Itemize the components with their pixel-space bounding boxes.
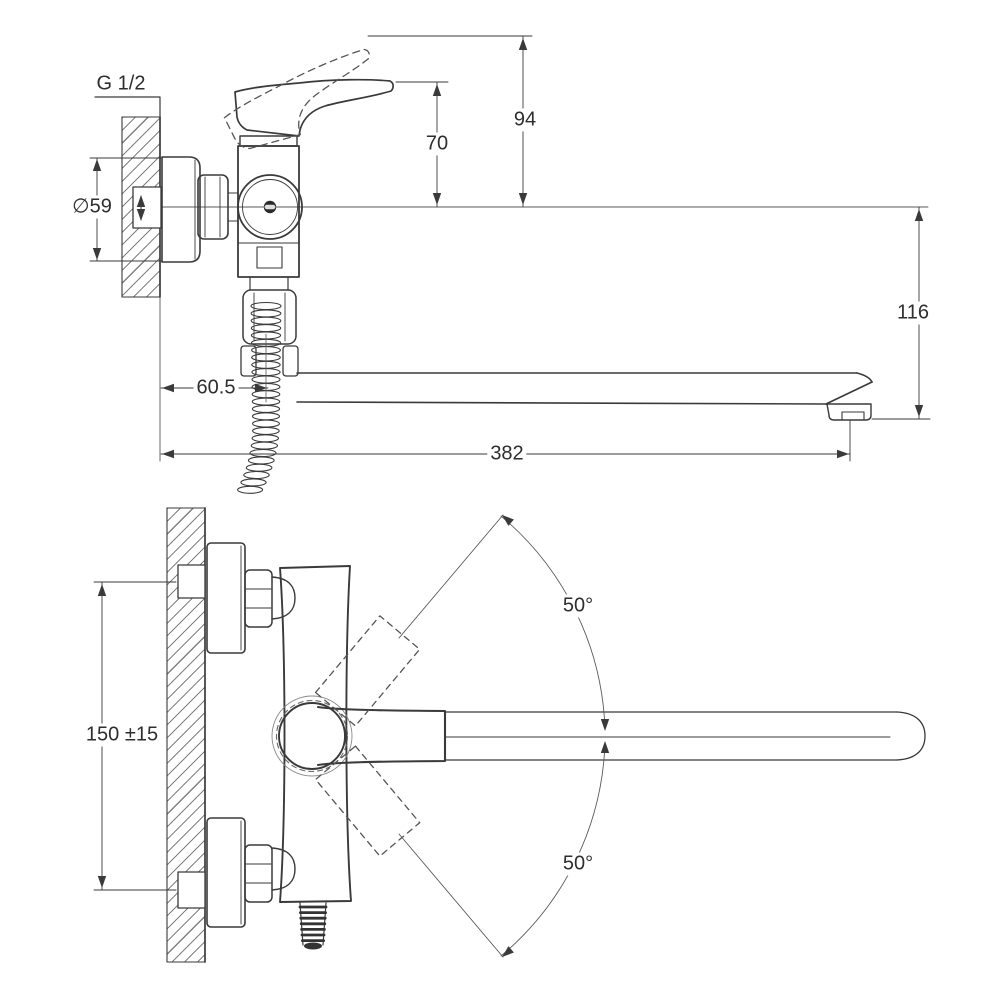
thread-size-leader xyxy=(94,96,161,118)
dim-arrow xyxy=(518,193,528,205)
eccentric-connector xyxy=(132,186,162,229)
spout-outlet xyxy=(826,403,872,421)
supply-spacing-dim: 150 ±15 xyxy=(82,723,162,747)
hose-ring xyxy=(250,316,282,325)
thread-size-label: G 1/2 xyxy=(96,72,146,95)
escutcheon-upper xyxy=(206,542,246,654)
dim-arrow xyxy=(92,159,102,171)
hose-ring xyxy=(250,309,282,318)
hose-ring xyxy=(237,485,264,494)
dim-arrow xyxy=(162,383,174,393)
spout-ball-joint xyxy=(271,695,353,777)
eccentric-upper xyxy=(177,564,206,599)
hose-ring xyxy=(245,463,273,472)
aerator xyxy=(841,411,865,421)
spout-reach-dim: 382 xyxy=(487,442,527,466)
handle-raised-height-dim: 94 xyxy=(510,108,540,132)
lever-handle-raised-dashed xyxy=(223,48,370,150)
hose-ring xyxy=(250,441,279,450)
spout-position-down-dashed xyxy=(314,745,421,857)
hose-ring xyxy=(251,404,281,413)
dim-arrow xyxy=(136,195,146,207)
escutcheon-lower xyxy=(206,817,246,928)
dim-arrow xyxy=(432,193,442,205)
spout-position-up-dashed xyxy=(314,615,421,727)
hose-ring xyxy=(243,470,270,480)
lever-handle xyxy=(234,78,394,137)
hose-ring xyxy=(252,419,280,428)
dim-arrow xyxy=(600,719,610,731)
faucet-body-front xyxy=(279,565,352,903)
swivel-up-angle-dim: 50° xyxy=(559,594,597,618)
hose-ring xyxy=(251,434,280,443)
dim-arrow xyxy=(432,84,442,96)
dim-handle-raised-height xyxy=(367,35,533,208)
handle-height-dim: 70 xyxy=(422,132,452,156)
hose-ring xyxy=(252,426,280,435)
shower-hose xyxy=(237,301,282,494)
hose-stub xyxy=(298,902,328,950)
hex-nut-lower xyxy=(244,844,273,903)
dim-arrow xyxy=(97,584,107,596)
eccentric-lower xyxy=(177,871,206,909)
spout-front xyxy=(316,705,926,767)
spout-side xyxy=(296,372,873,421)
bell-upper xyxy=(271,576,296,620)
hex-nut-side xyxy=(197,174,239,240)
wall-side-view xyxy=(121,116,161,462)
hose-ring xyxy=(251,412,281,421)
side-view xyxy=(89,35,931,494)
hex-nut-upper xyxy=(244,569,273,628)
dim-arrow xyxy=(255,383,267,393)
hose-ring xyxy=(250,301,282,311)
dim-arrow xyxy=(502,515,514,526)
escutcheon-side xyxy=(161,156,201,263)
dim-arrow xyxy=(97,876,107,888)
dim-arrow xyxy=(136,209,146,221)
front-view xyxy=(93,507,926,963)
dim-arrow xyxy=(162,449,174,459)
escutcheon-diameter-dim: ∅59 xyxy=(69,195,115,219)
dim-arrow xyxy=(914,209,924,221)
dim-arrow xyxy=(518,38,528,50)
hose-ring xyxy=(250,324,282,333)
dim-arrow xyxy=(502,946,514,957)
hose-ring xyxy=(249,448,277,458)
diverter-cap xyxy=(237,174,303,240)
hose-connection xyxy=(240,276,299,377)
dim-arrow xyxy=(837,449,849,459)
dim-arrow xyxy=(600,741,610,753)
hose-offset-dim: 60.5 xyxy=(193,376,239,400)
dim-arrow xyxy=(92,248,102,260)
swivel-down-angle-dim: 50° xyxy=(559,852,597,876)
swivel-angle-dimension xyxy=(398,514,606,958)
dim-arrow xyxy=(914,405,924,417)
hose-ring xyxy=(247,456,275,465)
hose-ring xyxy=(240,478,267,487)
dimension-arrowheads xyxy=(92,38,924,957)
bell-lower xyxy=(271,847,296,891)
outlet-drop-dim: 116 xyxy=(894,301,932,325)
